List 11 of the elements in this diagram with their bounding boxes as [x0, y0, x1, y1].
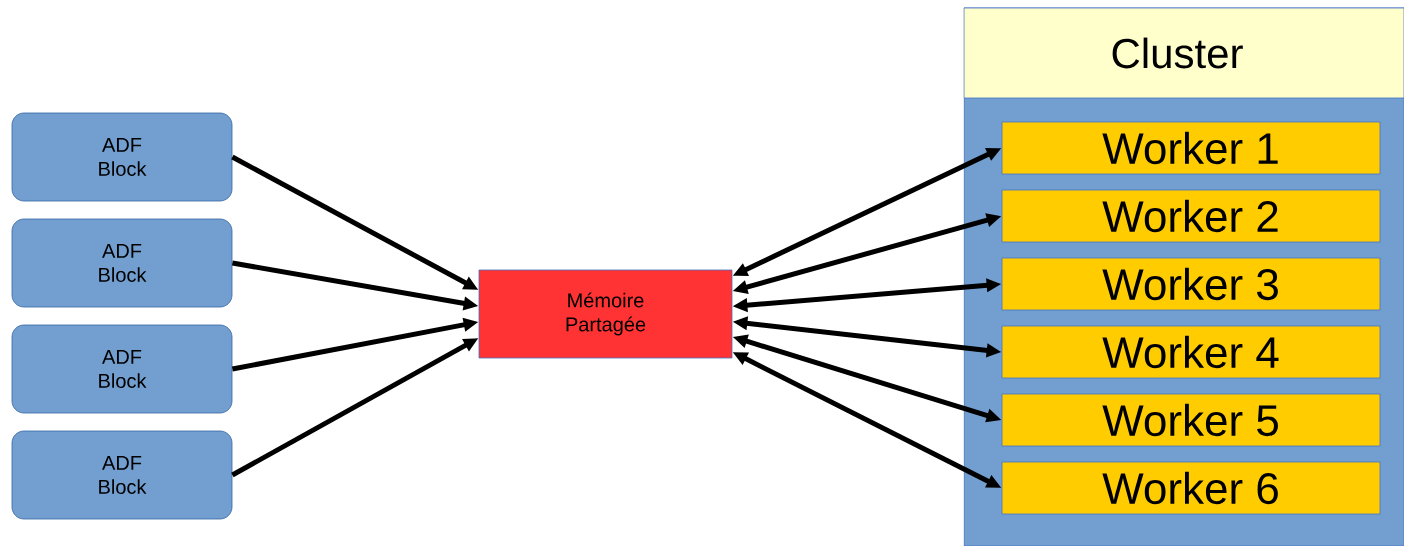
process-box: ADF Block	[11, 430, 233, 520]
process-box: ADF Block	[11, 218, 233, 308]
worker-box: Worker 4	[1001, 325, 1381, 379]
memory-box: Mémoire Partagée	[478, 269, 733, 359]
process-box: ADF Block	[11, 112, 233, 202]
worker-box: Worker 5	[1001, 393, 1381, 447]
worker-box: Worker 6	[1001, 461, 1381, 515]
worker-box: Worker 2	[1001, 189, 1381, 243]
worker-box: Worker 3	[1001, 257, 1381, 311]
process-box: ADF Block	[11, 324, 233, 414]
worker-box: Worker 1	[1001, 121, 1381, 175]
